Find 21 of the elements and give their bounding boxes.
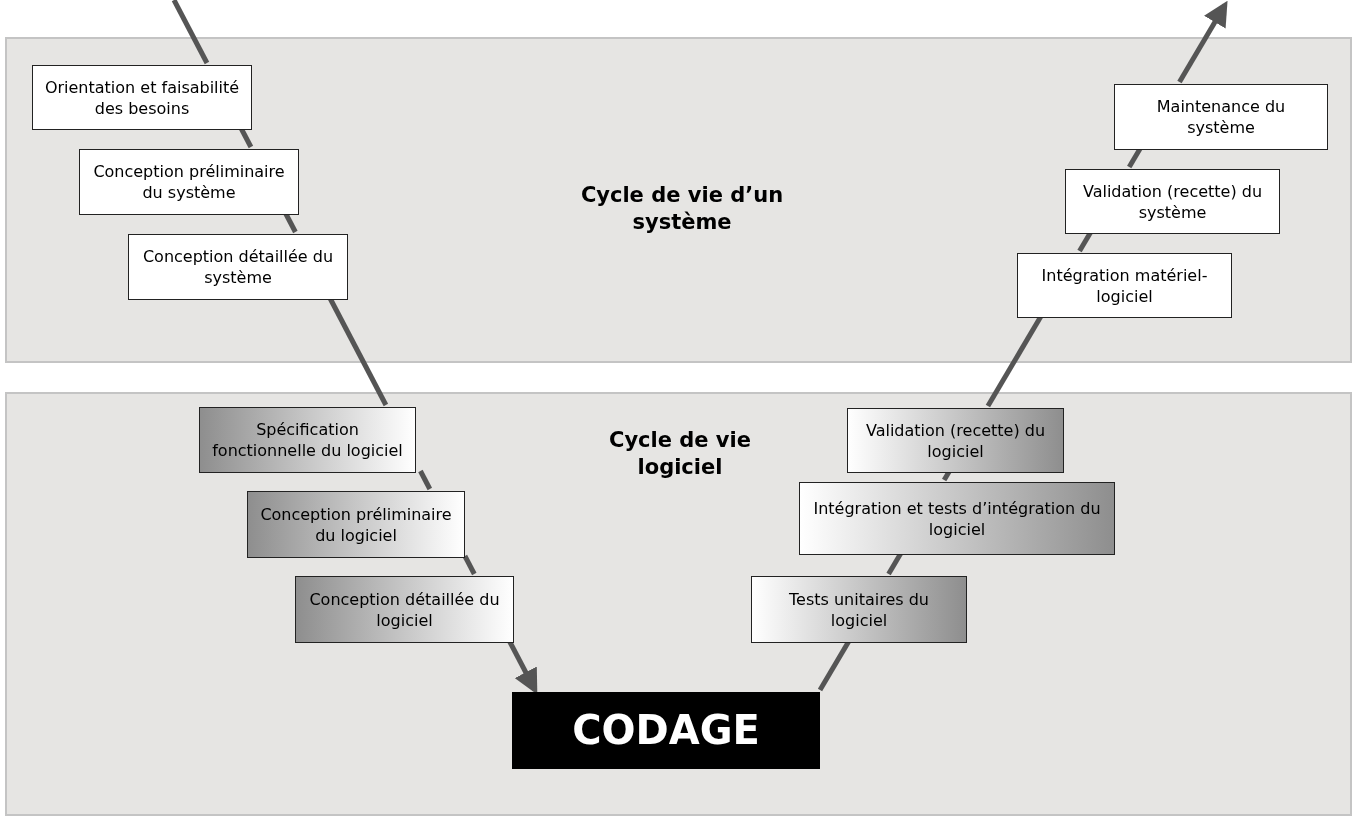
phase-box: Validation (recette) du système — [1065, 169, 1280, 234]
connector-line — [171, 0, 210, 65]
phase-box: Intégration et tests d’intégration du logiciel — [799, 482, 1115, 555]
band-title: Cycle de vie logiciel — [608, 427, 752, 481]
connector-line — [462, 554, 477, 576]
phase-box: Maintenance du système — [1114, 84, 1328, 150]
band-panel — [5, 37, 1352, 363]
band-panel — [5, 392, 1352, 816]
phase-box: Tests unitaires du logiciel — [751, 576, 967, 643]
phase-box: Validation (recette) du logiciel — [847, 408, 1064, 473]
phase-box: Orientation et faisabilité des besoins — [32, 65, 252, 130]
phase-box: Conception détaillée du logiciel — [295, 576, 514, 643]
phase-box: Conception préliminaire du système — [79, 149, 299, 215]
phase-box: Conception détaillée du système — [128, 234, 348, 300]
phase-box: Conception préliminaire du logiciel — [247, 491, 465, 558]
connector-line — [418, 469, 433, 491]
band-title: Cycle de vie d’un système — [579, 182, 785, 236]
arrow — [1177, 0, 1228, 84]
phase-box: Spécification fonctionnelle du logiciel — [199, 407, 416, 473]
phase-box: Intégration matériel-logiciel — [1017, 253, 1232, 318]
phase-box: CODAGE — [512, 692, 820, 769]
